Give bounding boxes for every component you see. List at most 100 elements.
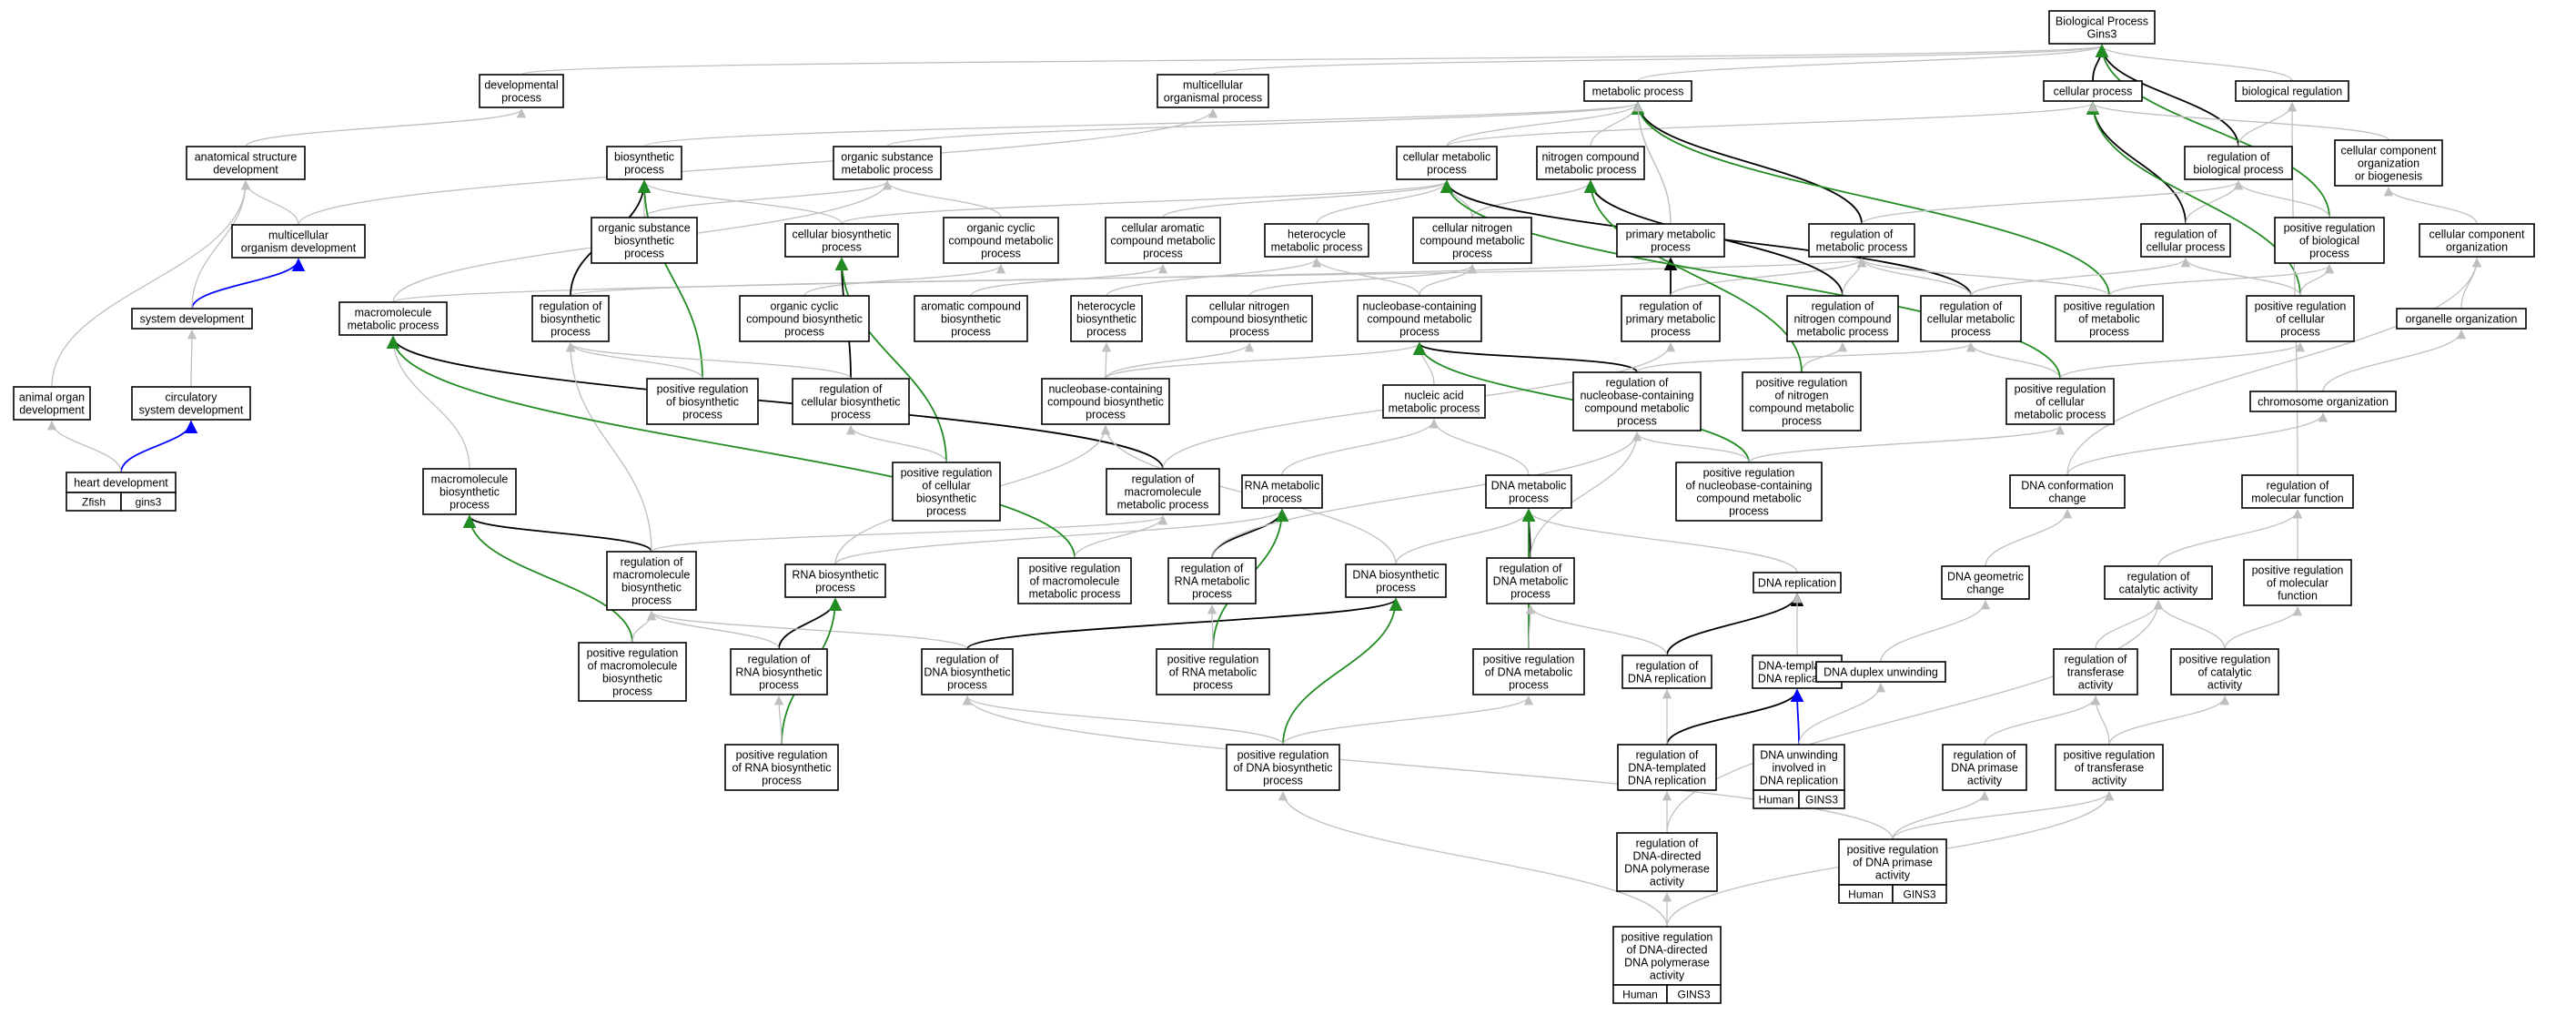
go-term-node-sysdev[interactable]: system development	[131, 308, 253, 330]
edge-cncmp-to-cmp	[1441, 179, 1473, 218]
edge-regbio-to-bioreg	[2238, 101, 2298, 147]
go-term-label-line: positive regulation	[1703, 467, 1795, 480]
edge-bios-to-met	[643, 101, 1642, 147]
go-term-node-dnarep[interactable]: DNA replication	[1753, 572, 1842, 594]
go-term-node-chrom[interactable]: chromosome organization	[2249, 391, 2397, 412]
go-term-label-line: catalytic activity	[2119, 584, 2199, 596]
go-term-label-line: system development	[139, 404, 244, 417]
go-term-label-line: macromolecule	[355, 307, 432, 320]
go-term-node-met[interactable]: metabolic process	[1583, 80, 1692, 102]
go-term-node-cellp[interactable]: cellular process	[2043, 80, 2143, 102]
go-term-label-line: positive regulation	[1237, 749, 1329, 762]
go-term-box	[1017, 557, 1132, 604]
go-term-node-dnadup[interactable]: DNA duplex unwinding	[1815, 661, 1946, 683]
edge-regmacbp-to-regbios	[565, 341, 652, 553]
go-term-node-orgorg[interactable]: organelle organization	[2396, 308, 2527, 330]
go-term-label-line: development	[213, 164, 278, 177]
go-term-node-regmacbp[interactable]: regulation ofmacromoleculebiosyntheticpr…	[606, 551, 697, 611]
edge-posregprim-to-regdnabp	[962, 695, 1894, 840]
go-term-node-bioreg[interactable]: biological regulation	[2235, 80, 2349, 102]
go-term-node-regnbmp[interactable]: regulation ofnucleobase-containingcompou…	[1572, 371, 1702, 431]
go-term-label-line: development	[19, 404, 85, 417]
go-term-label-line: compound metabolic	[948, 235, 1053, 248]
